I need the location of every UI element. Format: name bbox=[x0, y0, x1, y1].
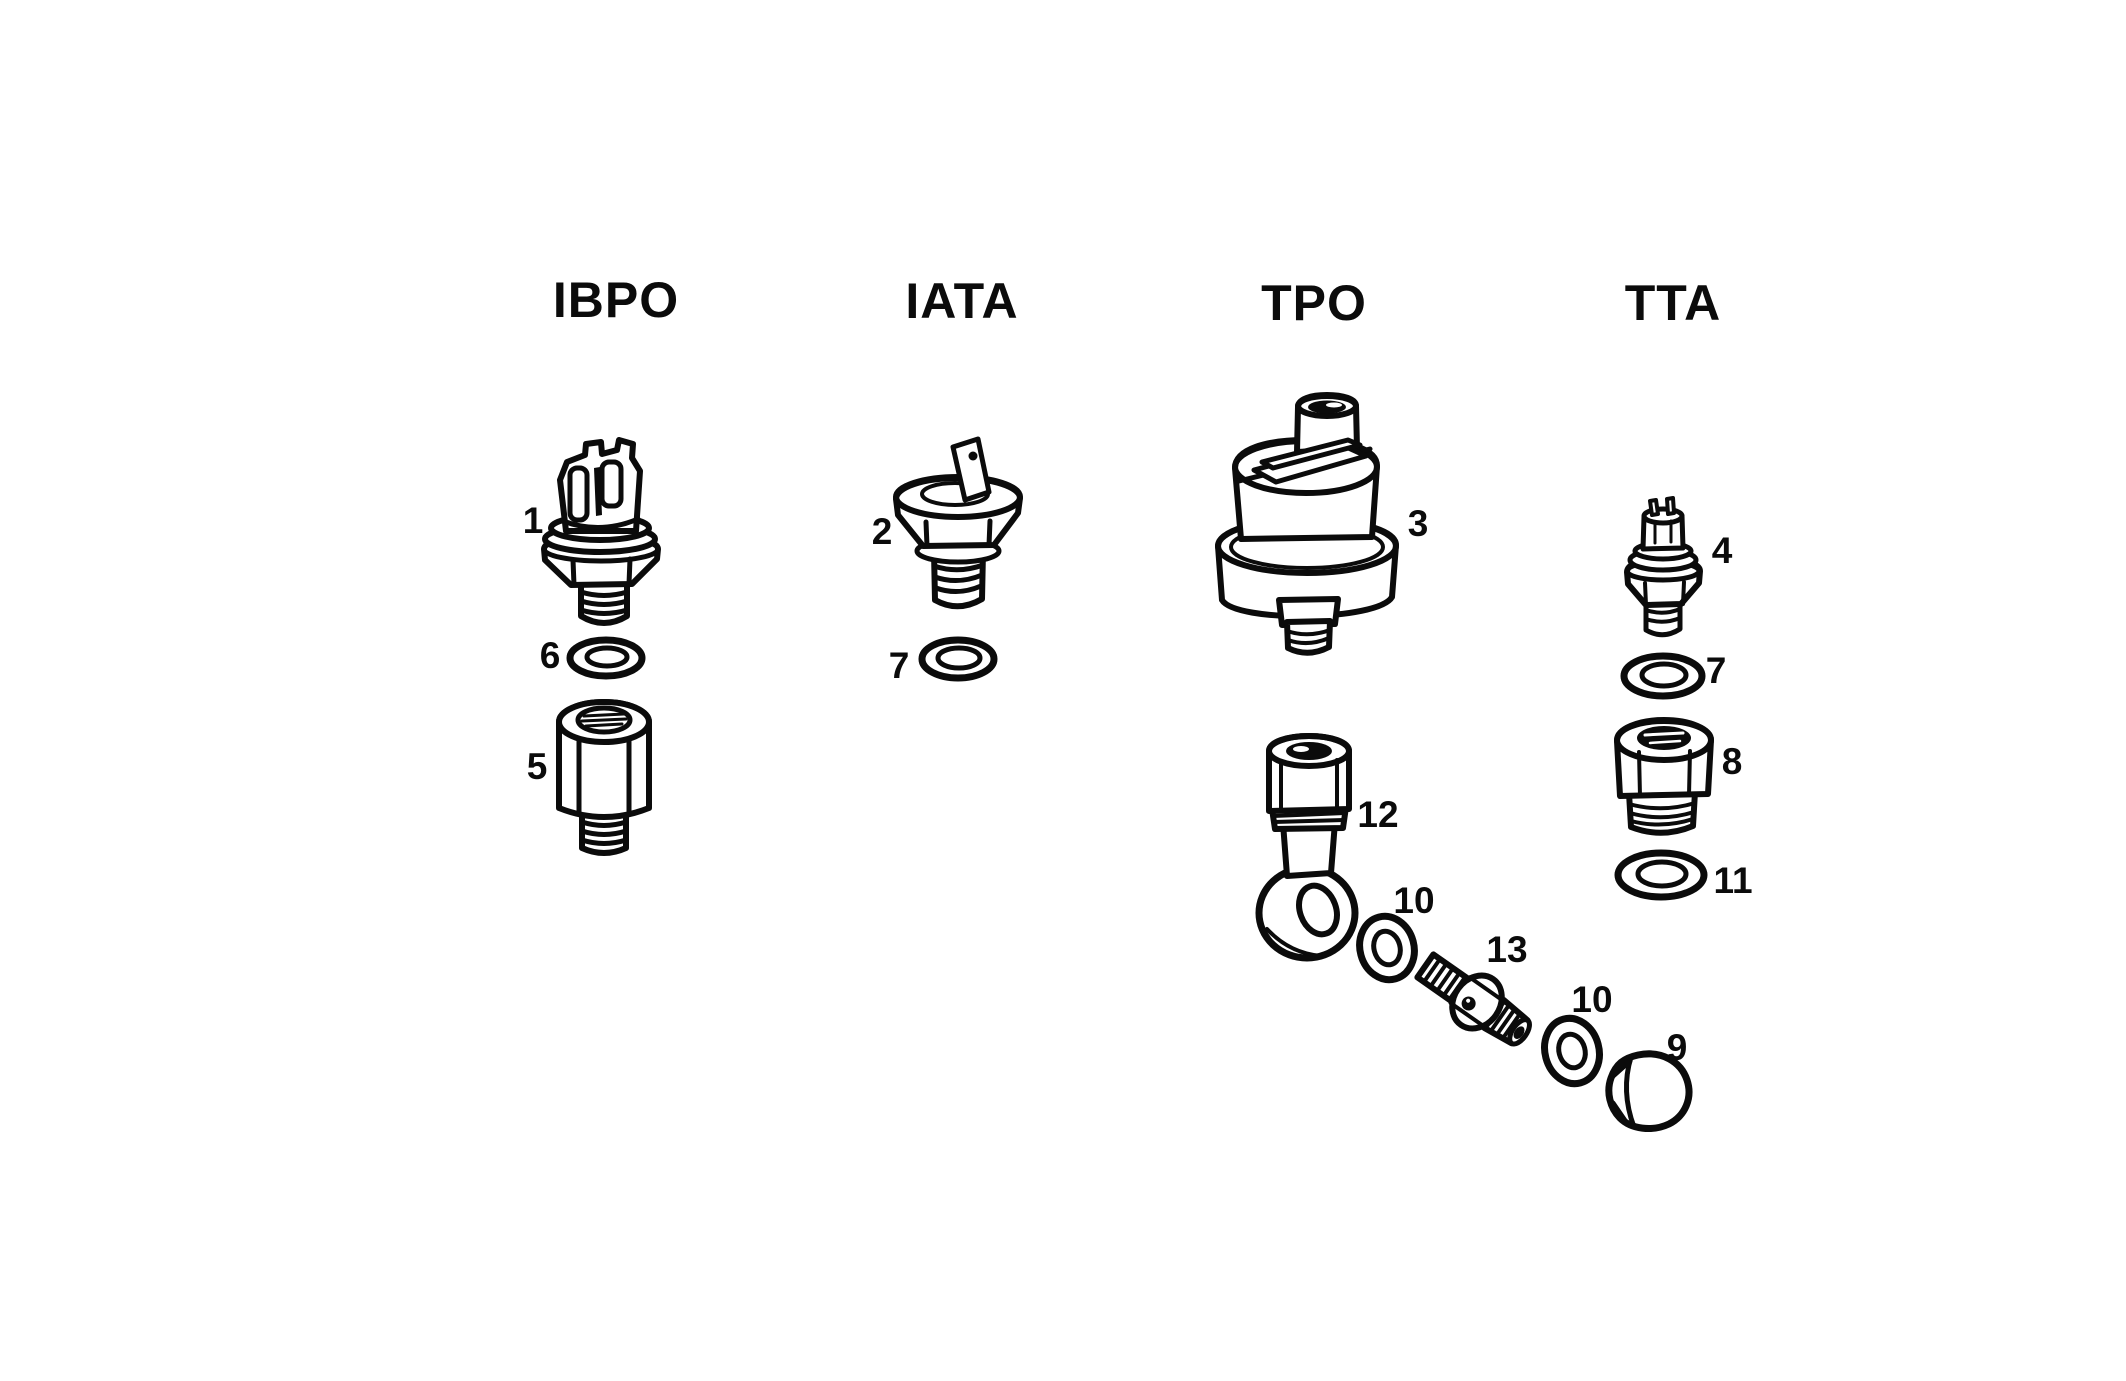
part-10-seal-washer-a-drawing bbox=[1356, 912, 1418, 984]
callout-7-iata: 7 bbox=[889, 645, 910, 686]
callout-9: 9 bbox=[1667, 1027, 1688, 1068]
callout-6: 6 bbox=[540, 635, 561, 676]
part-6-seal-washer-drawing bbox=[566, 636, 646, 680]
part-13-hollow-banjo-screw-drawing bbox=[1414, 951, 1532, 1047]
part-1-oil-pressure-switch-drawing bbox=[541, 437, 661, 626]
part-3-oil-pressure-sender-drawing bbox=[1215, 392, 1399, 656]
part-4-temperature-switch-drawing bbox=[1624, 496, 1703, 638]
column-label-iata: IATA bbox=[905, 273, 1018, 329]
callout-5: 5 bbox=[527, 746, 548, 787]
part-2-temperature-sensor-drawing bbox=[893, 436, 1023, 610]
part-10-seal-washer-b-drawing bbox=[1541, 1014, 1603, 1088]
callout-10-a: 10 bbox=[1393, 880, 1434, 921]
part-11-seal-washer-drawing bbox=[1614, 849, 1708, 901]
callout-12: 12 bbox=[1357, 794, 1398, 835]
part-7-seal-washer-tta-drawing bbox=[1620, 652, 1706, 700]
callout-3: 3 bbox=[1408, 503, 1429, 544]
callout-7-tta: 7 bbox=[1706, 650, 1727, 691]
part-7-seal-washer-iata-drawing bbox=[918, 636, 998, 682]
part-12-banjo-elbow-union-drawing bbox=[1255, 733, 1359, 962]
part-8-adapter-bush-drawing bbox=[1614, 717, 1714, 836]
callout-1: 1 bbox=[523, 500, 544, 541]
callout-2: 2 bbox=[872, 511, 893, 552]
column-label-tta: TTA bbox=[1625, 275, 1721, 331]
callout-10-b: 10 bbox=[1571, 979, 1612, 1020]
callout-13: 13 bbox=[1486, 929, 1527, 970]
column-label-ibpo: IBPO bbox=[553, 272, 679, 328]
callout-8: 8 bbox=[1722, 741, 1743, 782]
part-5-adapter-sleeve-drawing bbox=[556, 699, 652, 856]
callout-4: 4 bbox=[1712, 530, 1733, 571]
column-label-tpo: TPO bbox=[1261, 275, 1367, 331]
callout-11: 11 bbox=[1713, 860, 1752, 901]
part-9-cap-nut-drawing bbox=[1605, 1050, 1693, 1133]
